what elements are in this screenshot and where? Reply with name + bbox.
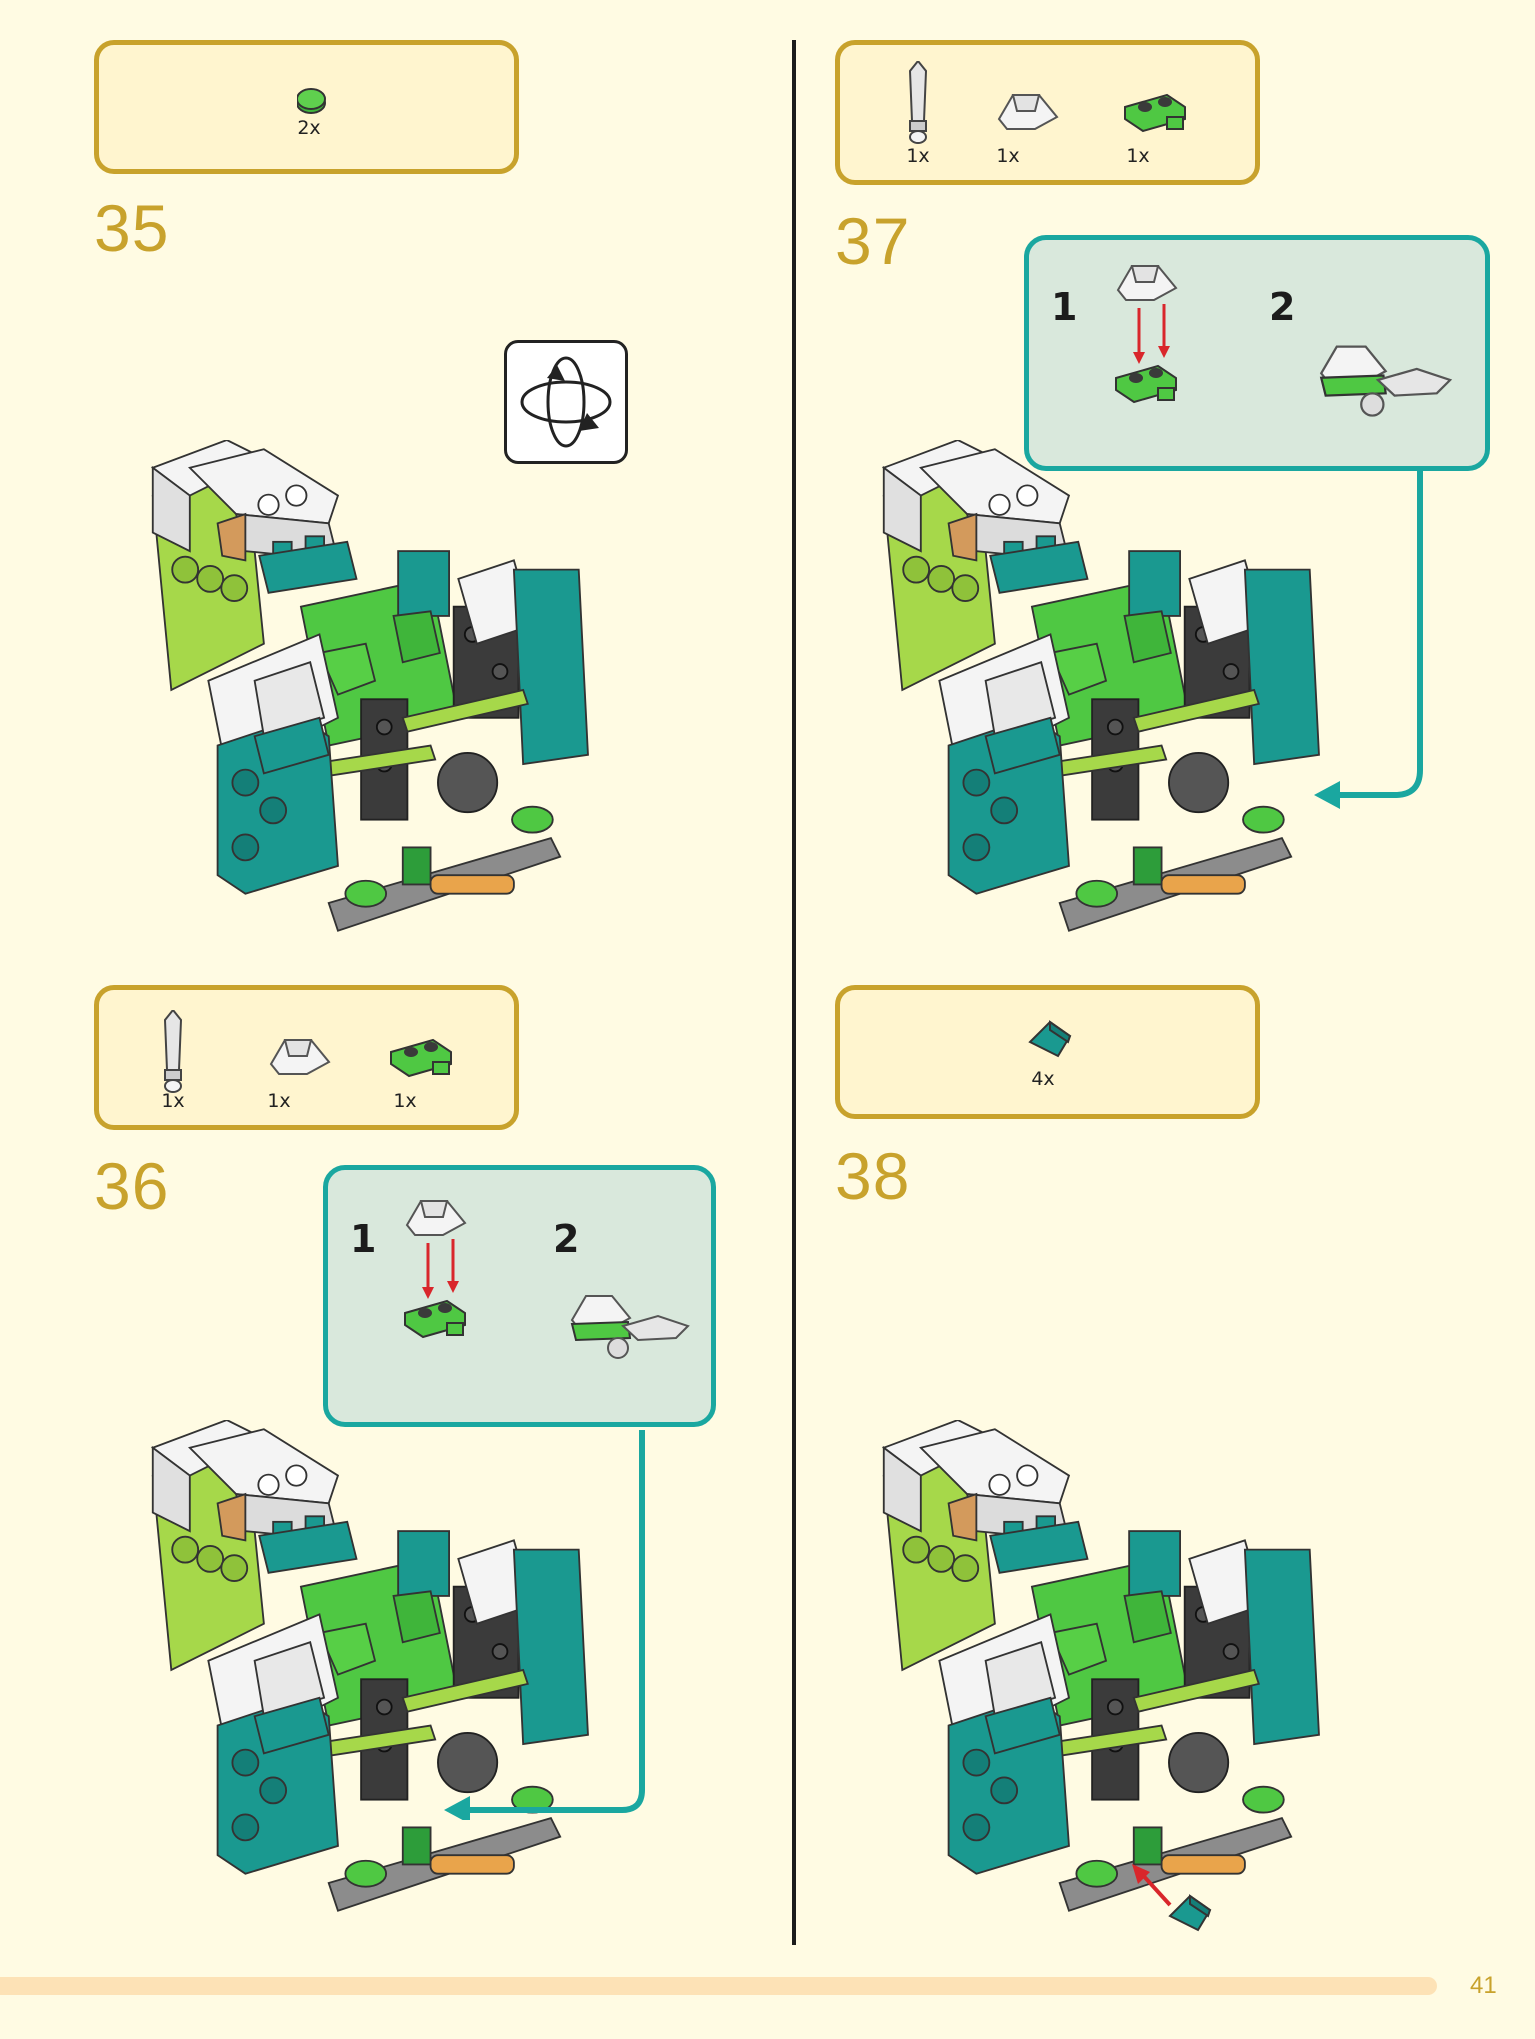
white-slope-icon [270,1039,330,1075]
silver-sword-icon [909,61,927,144]
step-number-36: 36 [94,1149,170,1223]
part-qty: 4x [1031,1068,1055,1090]
substep-number-1: 1 [1051,285,1078,329]
model-step-37 [882,440,1320,932]
part-qty: 2x [297,117,321,139]
white-slope-icon [998,94,1058,130]
placement-arrow-step-38 [1132,1864,1211,1931]
part-qty: 1x [267,1090,291,1112]
step-number-37: 37 [835,204,911,278]
callout-step-36: 1 2 [323,1165,716,1427]
part-qty: 1x [906,145,930,167]
step-number-38: 38 [835,1139,911,1213]
green-plate-clip-icon [390,1039,452,1077]
teal-slope-icon [1029,1021,1071,1057]
step-number-35: 35 [94,191,170,265]
model-step-38 [882,1420,1320,1912]
placement-arrow-step-37 [1314,470,1423,809]
parts-box-step-35: 2x [94,40,519,174]
silver-sword-icon [164,1010,182,1093]
substep-number-1: 1 [350,1217,377,1261]
green-round-tile-icon [297,88,326,114]
substep-1-illustration [404,1200,466,1338]
page-divider [792,40,796,1945]
part-qty: 1x [161,1090,185,1112]
part-qty: 1x [393,1090,417,1112]
model-step-35 [151,440,589,932]
parts-box-step-38: 4x [835,985,1260,1119]
part-qty: 1x [996,145,1020,167]
parts-box-step-37: 1x 1x 1x [835,40,1260,185]
substep-2-illustration [571,1295,689,1359]
footer-bar [0,1977,1437,1995]
parts-box-step-36: 1x 1x 1x [94,985,519,1130]
substep-number-2: 2 [1269,285,1296,329]
substep-number-2: 2 [553,1217,580,1261]
rotate-model-icon [504,340,628,464]
placement-arrow-step-36 [444,1430,645,1820]
substep-2-illustration [1320,345,1452,417]
page-number: 41 [1470,1972,1497,1999]
callout-step-37: 1 2 [1024,235,1490,471]
green-plate-clip-icon [1124,94,1186,132]
substep-1-illustration [1115,265,1177,403]
part-qty: 1x [1126,145,1150,167]
